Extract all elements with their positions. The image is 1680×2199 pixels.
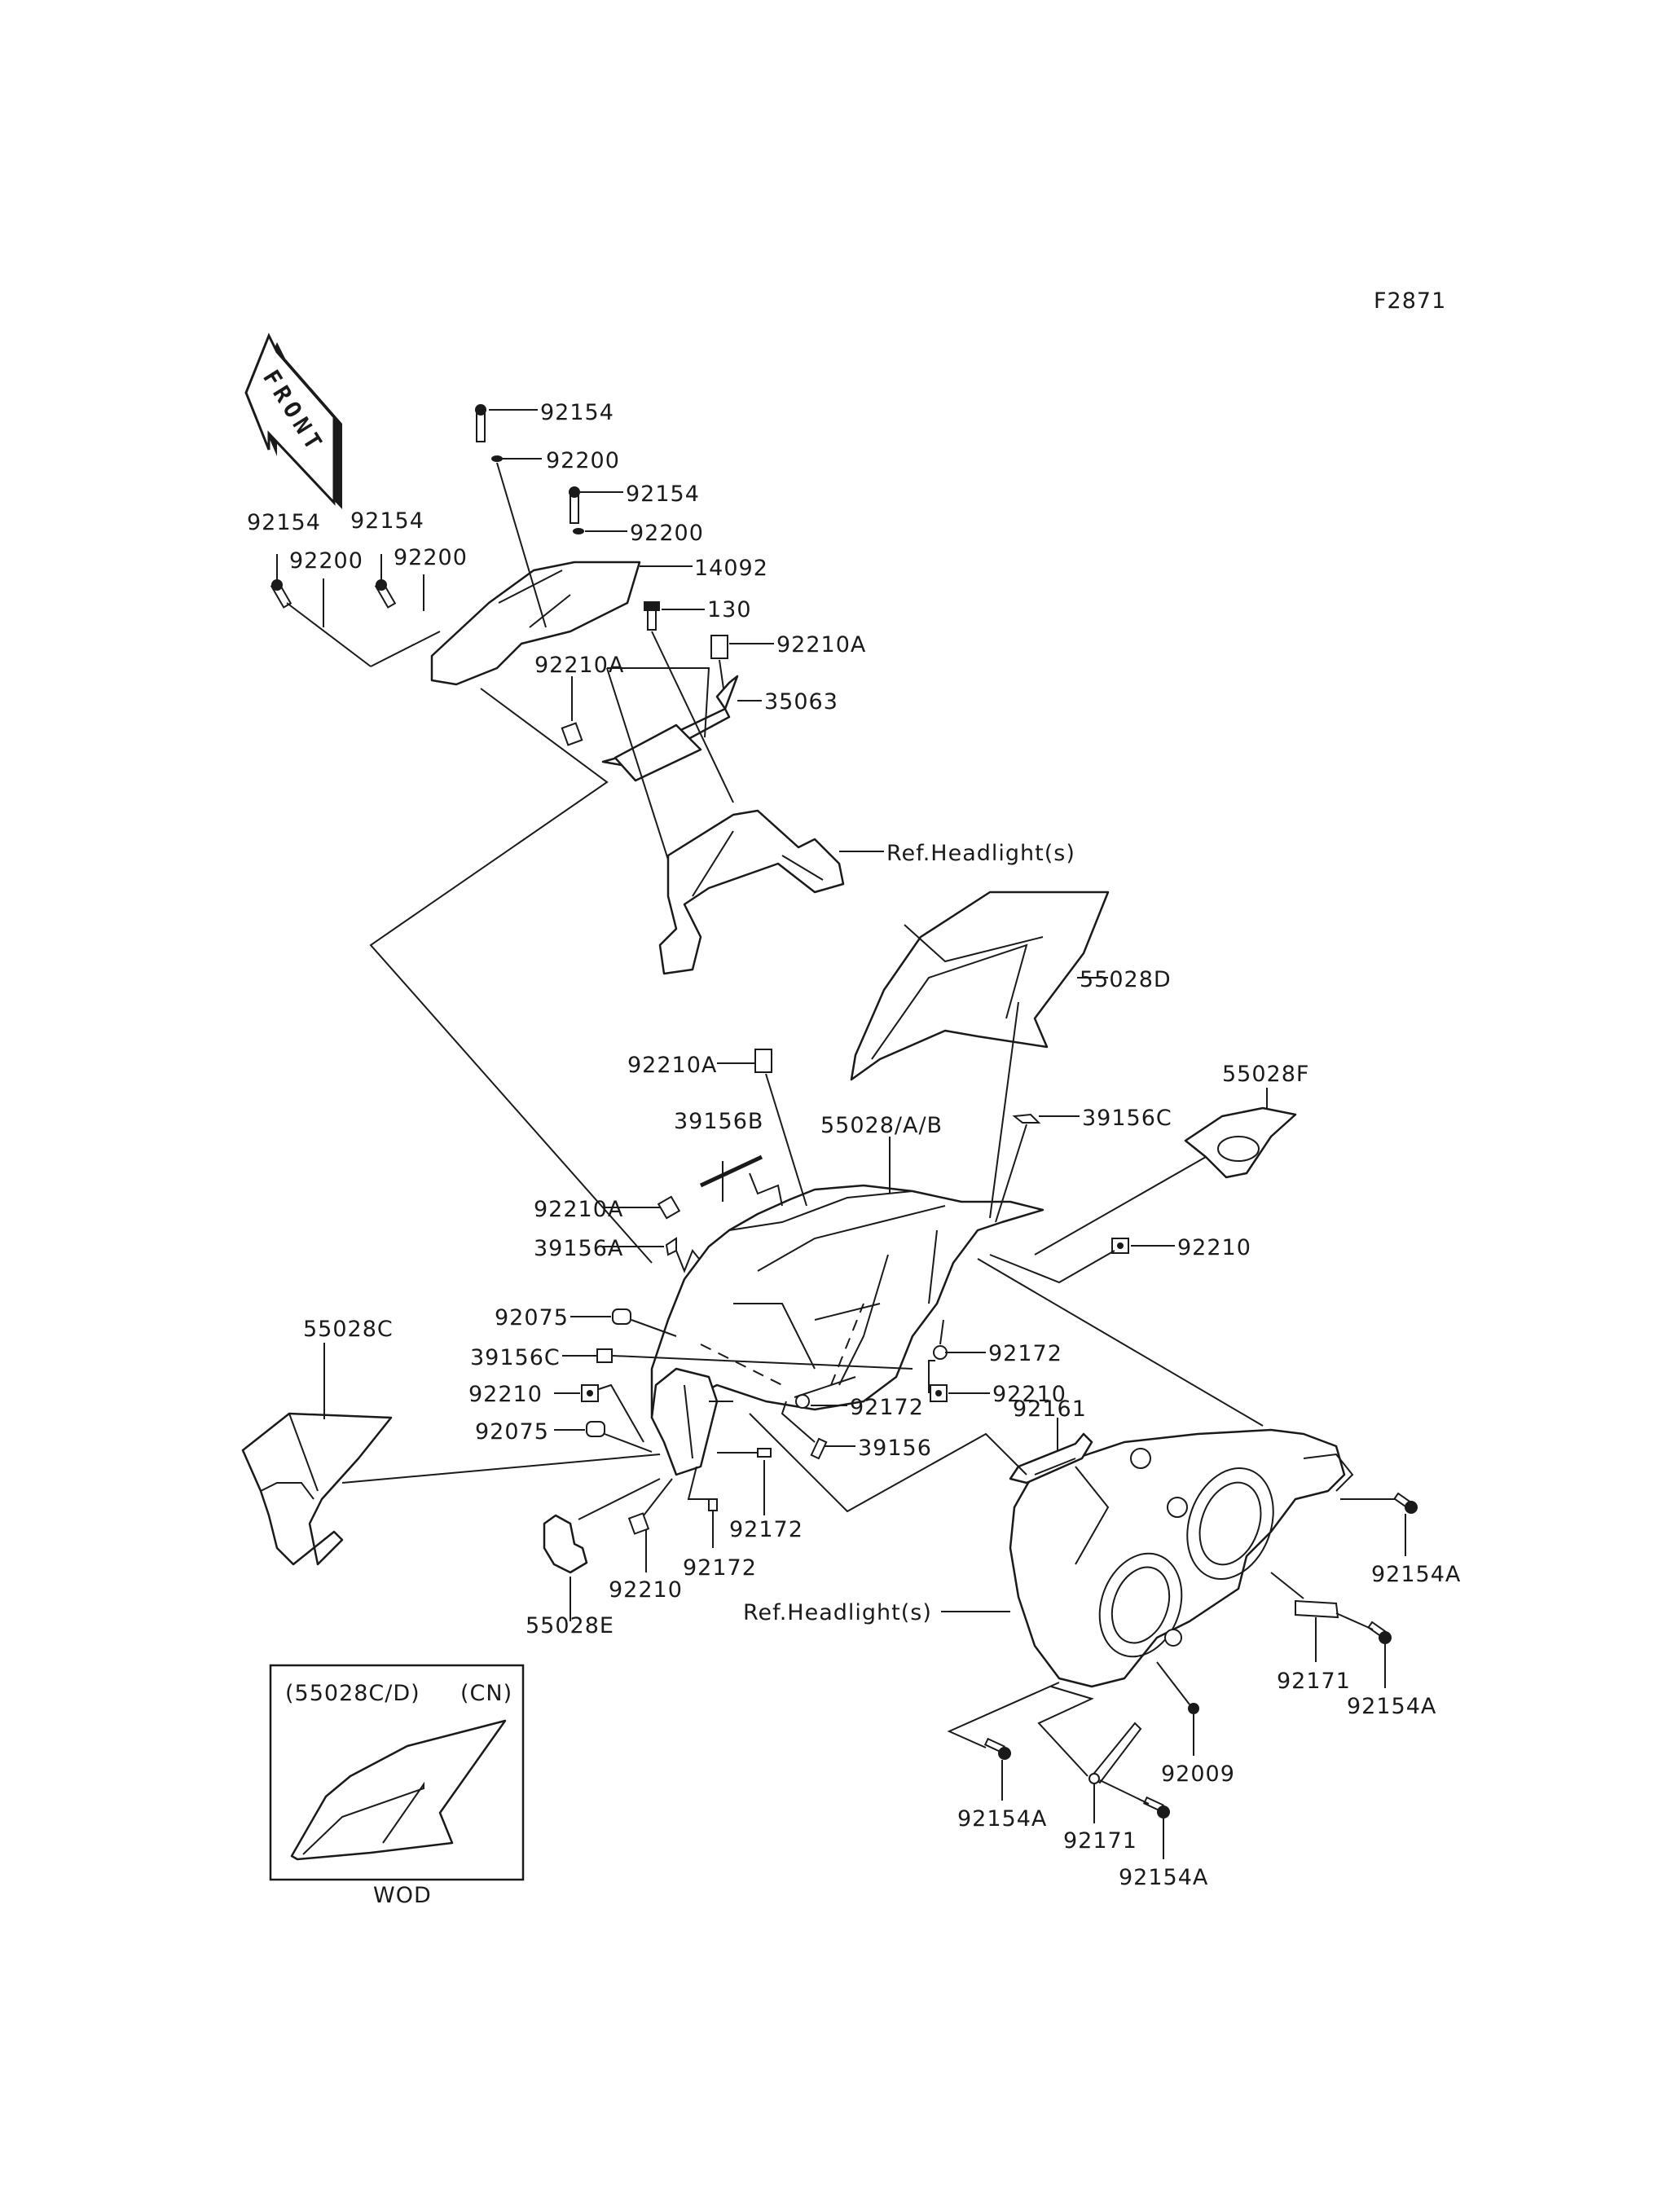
- screw-92154-left2[interactable]: [374, 579, 397, 609]
- callout-92210[interactable]: 92210: [468, 1382, 543, 1407]
- callout-14092[interactable]: 14092: [694, 556, 768, 581]
- leaders-lower: [323, 977, 1406, 1859]
- callout-ref-headlight[interactable]: Ref.Headlight(s): [743, 1600, 932, 1625]
- damper-92075-top[interactable]: [612, 1308, 631, 1325]
- callout-92154[interactable]: 92154: [540, 400, 614, 425]
- callout-92075[interactable]: 92075: [495, 1305, 569, 1330]
- callout-92172[interactable]: 92172: [683, 1555, 757, 1581]
- clip-39156A: [665, 1237, 677, 1256]
- bracket-92171-right[interactable]: [1295, 1599, 1339, 1619]
- callout-92172[interactable]: 92172: [850, 1395, 924, 1420]
- callout-92200[interactable]: 92200: [289, 548, 363, 574]
- callout-35063[interactable]: 35063: [764, 689, 838, 715]
- screw-92154-left[interactable]: [270, 579, 292, 609]
- headlight-stay[interactable]: [658, 809, 845, 975]
- figure-id: F2871: [1374, 288, 1446, 314]
- screw-92154A-bottom-right[interactable]: [1142, 1796, 1170, 1819]
- inner-frame-lower[interactable]: [650, 1367, 733, 1476]
- screw-92009[interactable]: [1188, 1703, 1199, 1714]
- screw-92172-c[interactable]: [757, 1448, 772, 1458]
- inset-box: (55028C/D) (CN) WOD: [269, 1664, 525, 1908]
- callout-92200[interactable]: 92200: [630, 521, 704, 546]
- label-39156C-upper: [1012, 1113, 1041, 1124]
- callout-92200[interactable]: 92200: [546, 448, 620, 473]
- callout-92154[interactable]: 92154: [247, 510, 321, 535]
- grommet-92210A-top[interactable]: [710, 635, 728, 659]
- cover-55028E[interactable]: [543, 1514, 588, 1574]
- callout-92172[interactable]: 92172: [988, 1341, 1062, 1366]
- callout-92154A[interactable]: 92154A: [1347, 1694, 1436, 1719]
- screw-92154A-bottom-left[interactable]: [983, 1737, 1011, 1760]
- callout-92210A[interactable]: 92210A: [627, 1053, 717, 1078]
- callout-55028E[interactable]: 55028E: [526, 1613, 614, 1638]
- inner-panel-55028F[interactable]: [1184, 1106, 1297, 1179]
- callout-92200[interactable]: 92200: [394, 545, 468, 570]
- callout-55028C[interactable]: 55028C: [303, 1317, 394, 1342]
- grommet-92210A-left2[interactable]: [657, 1195, 681, 1220]
- trim-39156B: [699, 1154, 763, 1188]
- screw-92154-top[interactable]: [475, 404, 486, 442]
- callout-92171[interactable]: 92171: [1277, 1669, 1351, 1694]
- callout-92210A[interactable]: 92210A: [534, 1197, 623, 1222]
- clip-92210-bottom[interactable]: [627, 1512, 650, 1535]
- callout-92075[interactable]: 92075: [475, 1419, 549, 1445]
- callout-ref-headlight[interactable]: Ref.Headlight(s): [886, 841, 1075, 866]
- inset-caption: WOD: [373, 1883, 432, 1908]
- callout-92009[interactable]: 92009: [1161, 1761, 1235, 1787]
- meter-cover-14092[interactable]: [430, 561, 641, 686]
- bracket-92171-bottom[interactable]: [1088, 1722, 1142, 1784]
- screw-92154A-right-bottom[interactable]: [1367, 1621, 1392, 1644]
- screw-92154-mid[interactable]: [569, 486, 580, 524]
- screw-92154A-right-top[interactable]: [1393, 1492, 1418, 1514]
- leaders-upper: [276, 409, 884, 1264]
- callout-92210[interactable]: 92210: [1177, 1235, 1251, 1260]
- inset-part-ref: (55028C/D): [285, 1681, 420, 1706]
- damper-92075-bottom[interactable]: [586, 1421, 605, 1437]
- callout-92154[interactable]: 92154: [626, 482, 700, 507]
- screw-92172-d[interactable]: [708, 1498, 718, 1511]
- clip-92210-right[interactable]: [1111, 1238, 1129, 1254]
- label-39156C-left: [596, 1348, 613, 1363]
- washer-92200-top: [491, 455, 503, 462]
- label-39156: [810, 1437, 828, 1460]
- callout-130[interactable]: 130: [707, 597, 752, 622]
- callout-55028F[interactable]: 55028F: [1222, 1062, 1309, 1087]
- front-arrow-icon: FRONT: [244, 332, 342, 509]
- bracket-35063[interactable]: [601, 675, 739, 782]
- callout-92154A[interactable]: 92154A: [1371, 1562, 1461, 1587]
- washer-92200-mid: [573, 528, 584, 534]
- callout-92161[interactable]: 92161: [1013, 1396, 1087, 1422]
- callout-55028D[interactable]: 55028D: [1080, 967, 1172, 992]
- harness-92161[interactable]: [1009, 1432, 1093, 1484]
- inset-panel-55028CD[interactable]: [290, 1719, 507, 1861]
- callout-92210A[interactable]: 92210A: [776, 632, 866, 658]
- inner-panel-55028D[interactable]: [850, 891, 1110, 1081]
- callout-92154A[interactable]: 92154A: [1119, 1865, 1208, 1890]
- callout-39156B[interactable]: 39156B: [674, 1109, 763, 1134]
- inset-region: (CN): [460, 1681, 512, 1706]
- grommet-92210A-center[interactable]: [754, 1049, 772, 1073]
- callout-92172[interactable]: 92172: [729, 1517, 803, 1542]
- callout-labels: 92154 92200 92154 92200 92154 92200 9215…: [247, 400, 1461, 1890]
- callout-55028AB[interactable]: 55028/A/B: [820, 1113, 943, 1138]
- callout-39156[interactable]: 39156: [858, 1436, 932, 1461]
- clip-92210-left[interactable]: [581, 1384, 599, 1402]
- callout-92210[interactable]: 92210: [609, 1577, 683, 1603]
- headlight-assembly[interactable]: [1009, 1428, 1354, 1688]
- clip-92210-mid[interactable]: [930, 1384, 948, 1402]
- screw-92172-a[interactable]: [933, 1345, 948, 1360]
- callout-92154[interactable]: 92154: [350, 508, 424, 534]
- callout-92154A[interactable]: 92154A: [957, 1806, 1047, 1832]
- callout-39156C[interactable]: 39156C: [1082, 1106, 1172, 1131]
- callout-92210[interactable]: 92210: [992, 1382, 1066, 1407]
- callout-92171[interactable]: 92171: [1063, 1828, 1137, 1854]
- side-cover-55028C[interactable]: [241, 1412, 393, 1566]
- grommet-92210A-left[interactable]: [561, 722, 583, 746]
- callout-39156C[interactable]: 39156C: [470, 1345, 561, 1370]
- callout-92210A[interactable]: 92210A: [534, 653, 624, 678]
- callout-39156A[interactable]: 39156A: [534, 1236, 623, 1261]
- bolt-130[interactable]: [644, 601, 660, 631]
